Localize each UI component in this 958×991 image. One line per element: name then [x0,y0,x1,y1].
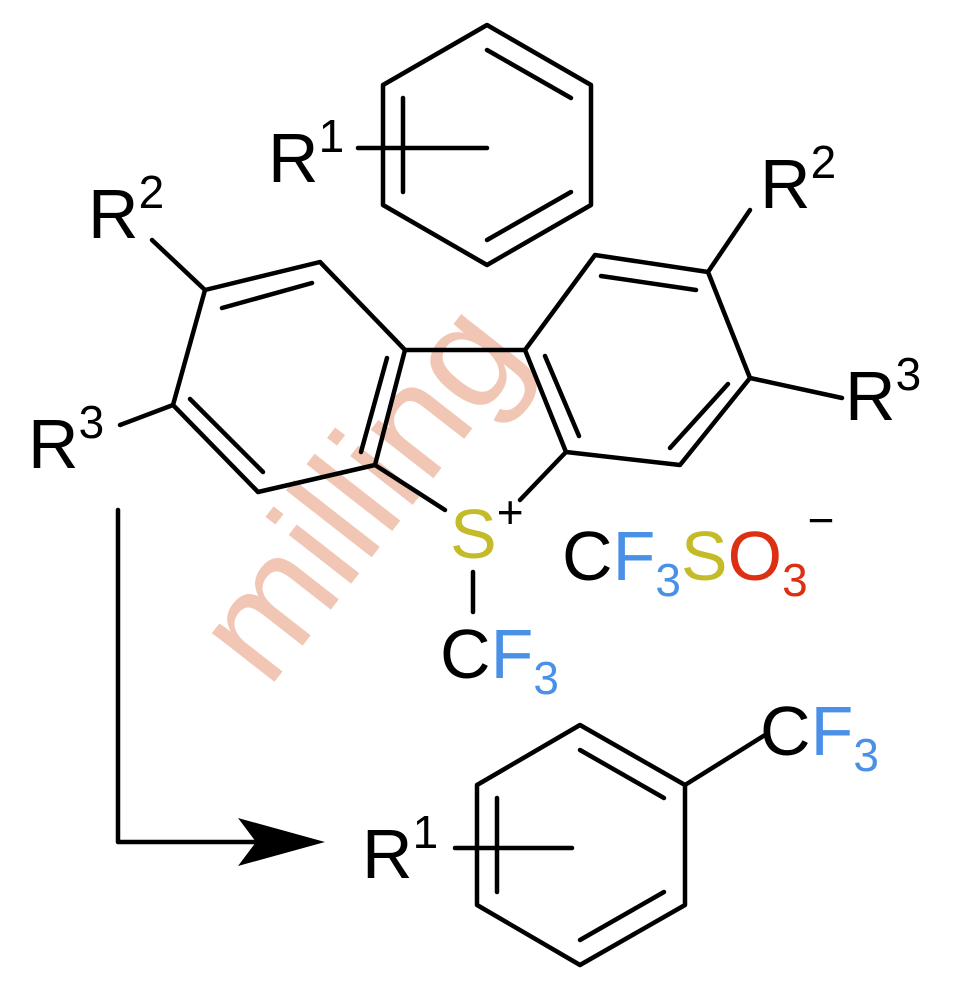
right-benzo-ring [522,252,753,468]
thiophenium-bonds [372,347,569,615]
r1-label-product: R1 [362,806,438,893]
substituent-bonds [117,207,845,428]
r2-label-left: R2 [88,166,164,253]
product-cf3-label: CF3 [760,692,879,781]
r2-label-right: R2 [760,136,836,223]
top-phenyl-ring [355,22,594,268]
sulfonium-label: S+ [450,486,524,573]
triflate-anion-label: CF3SO3− [562,494,835,606]
r1-label-top: R1 [268,110,344,197]
s-cf3-label: CF3 [440,615,559,704]
product-phenyl-ring [452,722,768,968]
r3-label-left: R3 [28,396,104,483]
reaction-arrow [115,507,325,866]
r3-label-right: R3 [845,348,921,435]
